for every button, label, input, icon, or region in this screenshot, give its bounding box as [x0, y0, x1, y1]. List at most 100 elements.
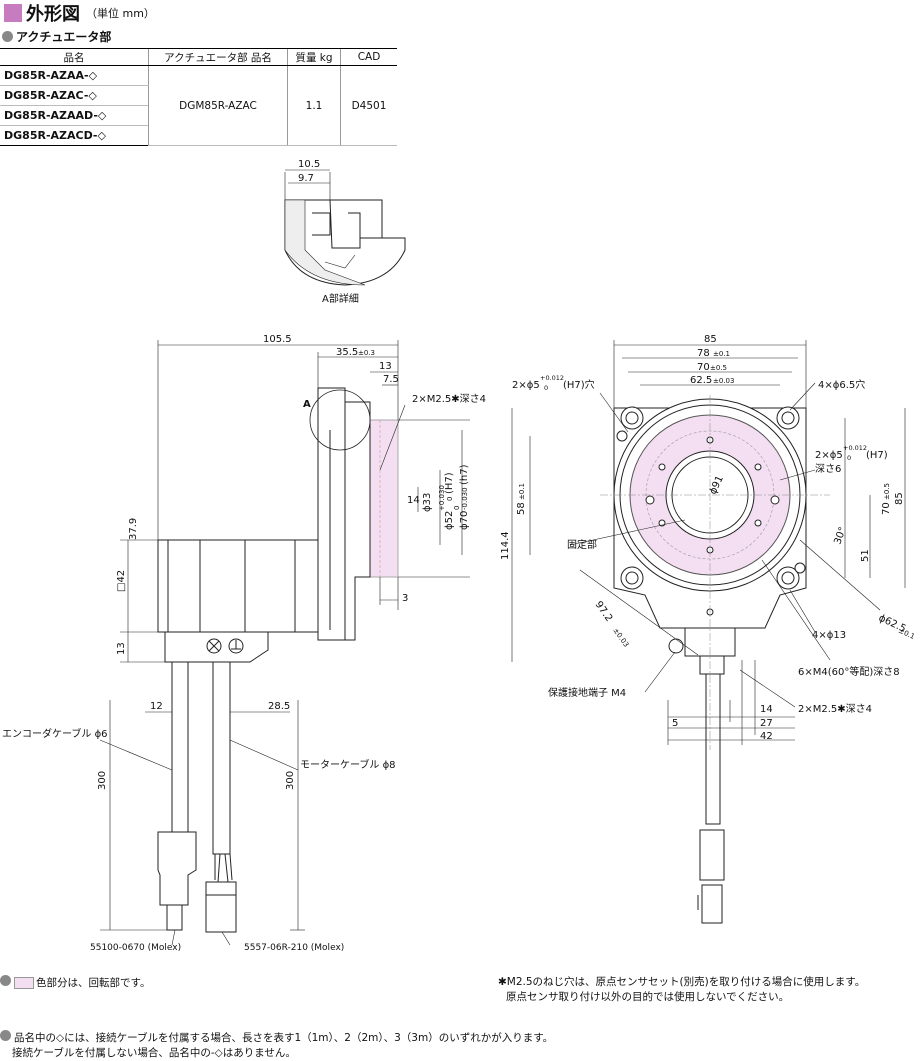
- dim-10-5: 10.5: [298, 159, 320, 170]
- col-header: CAD: [340, 48, 397, 66]
- section-title: アクチュエータ部: [16, 30, 112, 44]
- table-row: DG85R-AZAAD-◇: [0, 105, 397, 126]
- dim-97-2: 97.2: [593, 599, 615, 624]
- product-name: DG85R-AZAAD-◇: [0, 105, 149, 126]
- actuator-name: DGM85R-AZAC: [148, 65, 288, 146]
- rotating-part-side: [369, 419, 399, 578]
- title-square-icon: [4, 4, 22, 22]
- col-header: 品名: [0, 48, 149, 66]
- note-m2-5-line1: ✱M2.5のねじ穴は、原点センサセット(別売)を取り付ける場合に使用します。: [498, 976, 866, 988]
- dim-37-9: 37.9: [128, 518, 139, 540]
- encoder-cable-label: エンコーダケーブル ϕ6: [2, 727, 108, 740]
- hole-right-label: 2×ϕ5: [815, 450, 843, 461]
- dim-13: 13: [379, 361, 392, 372]
- dim-7-5: 7.5: [383, 374, 399, 385]
- note-m2-5: ✱M2.5のねじ穴は、原点センサセット(別売)を取り付ける場合に使用します。 原…: [498, 975, 865, 1005]
- dim-62-5: 62.5: [690, 375, 712, 386]
- bullet-icon: [0, 975, 11, 986]
- note-product-name: 品名中の◇には、接続ケーブルを付属する場合、長さを表す1（1m）、2（2m）、3…: [0, 1030, 553, 1061]
- rotating-swatch: [14, 977, 34, 989]
- table-row: DG85R-AZAA-◇ DGM85R-AZAC 1.1 D4501: [0, 65, 397, 146]
- dim-70: 70: [697, 362, 710, 373]
- motor-cable-label: モーターケーブル ϕ8: [300, 758, 396, 771]
- hole-right-tol-bot: 0: [847, 454, 851, 462]
- dim-phi-62-5-tol: ±0.1: [897, 627, 916, 641]
- dim-42-front: 42: [760, 731, 773, 742]
- detail-caption: A部詳細: [322, 292, 359, 305]
- bullet-icon: [0, 1030, 11, 1041]
- m2-5-label: 2×M2.5✱深さ4: [798, 703, 872, 715]
- dim-35-5: 35.5: [336, 347, 358, 358]
- dim-28-5: 28.5: [268, 701, 290, 712]
- dim-70-right: 70: [881, 502, 892, 515]
- encoder-connector-label: 55100-0670 (Molex): [90, 943, 181, 953]
- cad-value: D4501: [340, 65, 397, 146]
- motor-connector-label: 5557-06R-210 (Molex): [244, 943, 344, 953]
- dim-phi-70-tol-top: 0: [453, 506, 461, 510]
- dim-14: 14: [407, 495, 420, 506]
- dim-square-42: □42: [116, 570, 127, 592]
- dim-13-bottom: 13: [116, 642, 127, 655]
- page-title: 外形図: [26, 4, 80, 25]
- front-view: 85 78 ±0.1 70 ±0.5 62.5 ±0.03 2×ϕ5 +0.01…: [500, 334, 916, 924]
- section-heading: アクチュエータ部: [2, 28, 111, 45]
- dim-300-motor: 300: [285, 771, 296, 790]
- note-pn-line1: 品名中の◇には、接続ケーブルを付属する場合、長さを表す1（1m）、2（2m）、3…: [14, 1032, 554, 1044]
- dim-5: 5: [672, 718, 678, 729]
- dim-70-tol: ±0.5: [710, 364, 727, 372]
- dim-phi-52: ϕ52: [444, 511, 455, 530]
- fixed-part-label: 固定部: [567, 538, 597, 551]
- hole-top-tol-top: +0.012: [540, 374, 564, 382]
- tap-m2-5: 2×M2.5✱深さ4: [412, 393, 486, 405]
- dim-4x13: 4×ϕ13: [812, 630, 846, 641]
- product-name: DG85R-AZACD-◇: [0, 125, 149, 146]
- dim-phi-70: ϕ70: [459, 511, 470, 530]
- dim-58: 58: [516, 502, 527, 515]
- note-rotating: 色部分は、回転部です。: [0, 975, 150, 991]
- col-header: アクチュエータ部 品名: [148, 48, 288, 66]
- hole-top-label: 2×ϕ5: [512, 380, 540, 391]
- dim-phi-52-tol: +0.030: [438, 485, 446, 511]
- hole-right-fit: (H7): [866, 450, 888, 461]
- hole-right-depth: 深さ6: [815, 463, 841, 475]
- dim-9-7: 9.7: [298, 173, 314, 184]
- col-header: 質量 kg: [287, 48, 341, 66]
- dim-12: 12: [150, 701, 163, 712]
- dim-14-front: 14: [760, 704, 773, 715]
- dim-70-right-tol: ±0.5: [883, 483, 891, 500]
- angle-30: 30°: [832, 526, 848, 546]
- table-row: DG85R-AZAC-◇: [0, 85, 397, 106]
- dim-105-5: 105.5: [263, 334, 292, 345]
- dim-phi-70-tol: -0.030: [461, 487, 469, 510]
- dim-3: 3: [402, 593, 408, 604]
- hole-top-tol-bot: 0: [544, 384, 548, 392]
- dim-35-5-tol: ±0.3: [358, 349, 375, 357]
- hole-4x-label: 4×ϕ6.5穴: [818, 378, 865, 391]
- spec-table: 品名 アクチュエータ部 品名 質量 kg CAD DG85R-AZAA-◇ DG…: [0, 48, 397, 146]
- table-header-row: 品名 アクチュエータ部 品名 質量 kg CAD: [0, 48, 397, 66]
- hole-top-fit: (H7)穴: [563, 378, 595, 391]
- product-name: DG85R-AZAA-◇: [0, 65, 149, 86]
- detail-a: 10.5 9.7 A部詳細: [284, 159, 406, 305]
- product-name: DG85R-AZAC-◇: [0, 85, 149, 106]
- dim-62-5-tol: ±0.03: [713, 377, 734, 385]
- dim-phi-33: ϕ33: [422, 493, 433, 512]
- bullet-icon: [2, 31, 13, 42]
- side-view: 105.5 35.5 ±0.3 13 7.5 A 2×M2.5✱深さ4 14 ϕ…: [2, 334, 486, 953]
- dim-phi-52-fit: (H7): [444, 472, 455, 494]
- dim-85-right: 85: [894, 492, 905, 505]
- hole-right-tol-top: +0.012: [843, 444, 867, 452]
- unit-label: （単位 mm）: [86, 7, 155, 20]
- note-m2-5-line2: 原点センサ取り付け以外の目的では使用しないでください。: [506, 991, 790, 1003]
- dim-300-encoder: 300: [97, 771, 108, 790]
- note-rotating-text: 色部分は、回転部です。: [36, 977, 151, 989]
- dim-78: 78: [697, 348, 710, 359]
- dim-85: 85: [704, 334, 717, 345]
- dim-phi-70-fit: (h7): [459, 464, 470, 485]
- dim-114-4: 114.4: [500, 531, 511, 560]
- ground-terminal-label: 保護接地端子 M4: [548, 686, 626, 699]
- mass-value: 1.1: [287, 65, 341, 146]
- note-pn-line2: 接続ケーブルを付属しない場合、品名中の-◇はありません。: [12, 1047, 296, 1059]
- dim-78-tol: ±0.1: [713, 350, 730, 358]
